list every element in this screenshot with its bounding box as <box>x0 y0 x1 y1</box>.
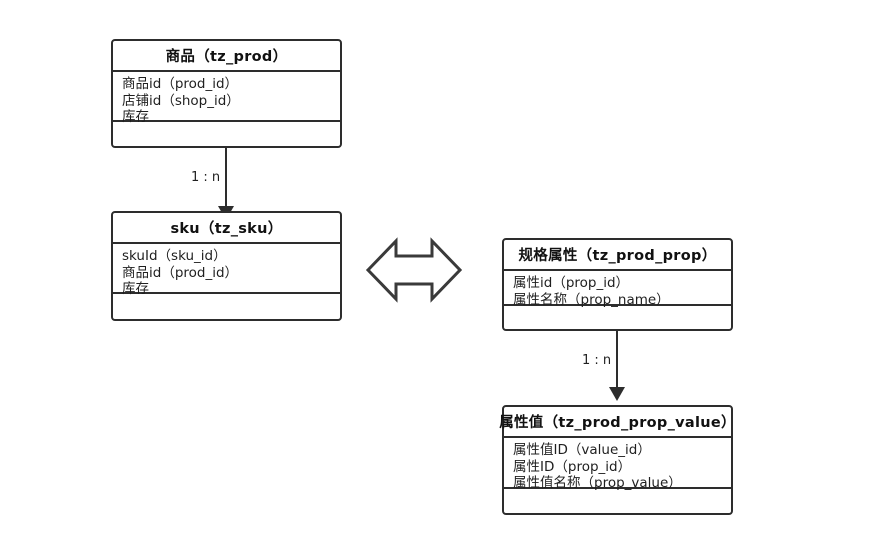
entity-attribute: 属性id（prop_id） <box>513 275 630 291</box>
entity-box-prod[interactable]: 商品（tz_prod） 商品id（prod_id） 店铺id（shop_id） … <box>111 39 342 148</box>
entity-attribute: 商品id（prod_id） <box>122 76 239 92</box>
entity-attribute: 属性值名称（prop_value） <box>513 475 682 491</box>
entity-attribute: 属性名称（prop_name） <box>513 291 670 308</box>
entity-methods-propvalue <box>504 489 731 513</box>
entity-title-sku: sku（tz_sku） <box>113 213 340 244</box>
entity-attributes-prod: 商品id（prod_id） 店铺id（shop_id） 库存 <box>113 72 340 125</box>
entity-box-prop[interactable]: 规格属性（tz_prod_prop） 属性id（prop_id） 属性名称（pr… <box>502 238 733 331</box>
entity-attributes-sku: skuId（sku_id） 商品id（prod_id） 库存 <box>113 244 340 297</box>
entity-attributes-prop: 属性id（prop_id） 属性名称（prop_name） <box>504 271 731 308</box>
connector-line <box>616 331 618 391</box>
entity-attribute: 库存 <box>122 109 149 125</box>
entity-attributes-propvalue: 属性值ID（value_id） 属性ID（prop_id） 属性值名称（prop… <box>504 438 731 491</box>
entity-attribute: 属性值ID（value_id） <box>513 442 651 458</box>
entity-attribute: skuId（sku_id） <box>122 248 227 264</box>
entity-methods-prod <box>113 122 340 146</box>
connector-line <box>225 148 227 210</box>
entity-box-propvalue[interactable]: 属性值（tz_prod_prop_value） 属性值ID（value_id） … <box>499 405 736 515</box>
entity-attribute: 属性ID（prop_id） <box>513 458 632 475</box>
double-headed-arrow-shape <box>366 237 462 303</box>
entity-attribute: 商品id（prod_id） <box>122 264 239 281</box>
entity-attribute: 店铺id（shop_id） <box>122 92 240 109</box>
connector-label-cardinality: 1 : n <box>582 353 612 368</box>
entity-methods-prop <box>504 306 731 329</box>
entity-box-sku[interactable]: sku（tz_sku） skuId（sku_id） 商品id（prod_id） … <box>111 211 342 321</box>
double-headed-arrow-icon <box>366 234 462 306</box>
arrowhead-down-icon <box>609 387 625 401</box>
entity-methods-sku <box>113 294 340 319</box>
entity-attribute: 库存 <box>122 281 149 297</box>
entity-title-propvalue: 属性值（tz_prod_prop_value） <box>499 407 736 438</box>
entity-title-prod: 商品（tz_prod） <box>113 41 340 72</box>
entity-title-prop: 规格属性（tz_prod_prop） <box>504 240 731 271</box>
connector-label-cardinality: 1 : n <box>191 170 221 185</box>
